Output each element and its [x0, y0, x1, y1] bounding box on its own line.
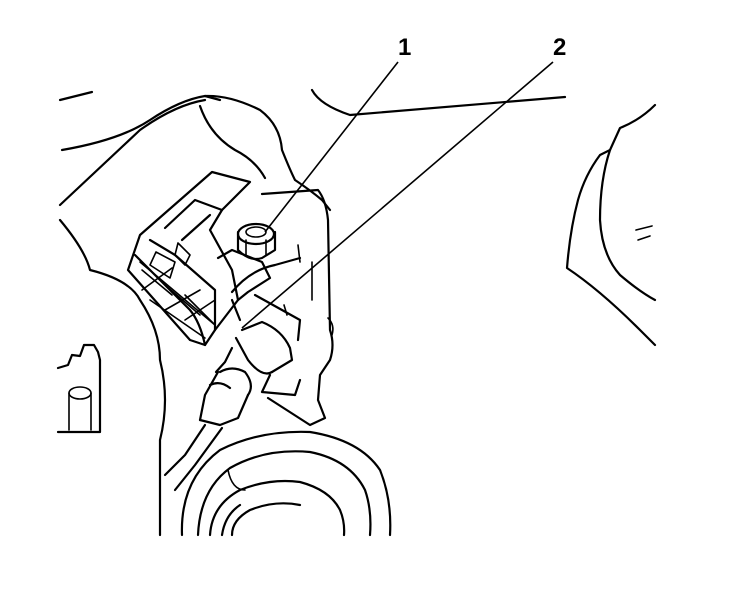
wiring-connector: [163, 320, 302, 492]
callout-1-leader: [264, 61, 399, 233]
bolt: [236, 222, 277, 261]
right-housing-outline: [565, 103, 657, 347]
callout-1-label: 1: [398, 34, 411, 61]
round-housing: [180, 430, 392, 537]
callout-2-label: 2: [553, 34, 566, 61]
callout-2-leader: [241, 61, 554, 329]
sensor-body: [126, 170, 302, 347]
engine-housing-outline: [58, 88, 567, 537]
left-bracket-detail: [56, 343, 102, 434]
